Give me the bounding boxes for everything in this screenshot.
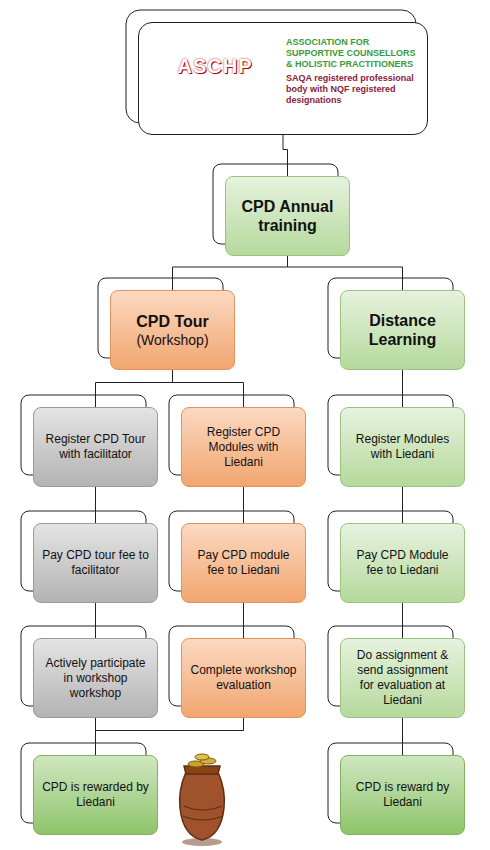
process-box: Pay CPD Module fee to Liedani [340, 523, 465, 603]
process-box: Do assignment & send assignment for eval… [340, 638, 465, 718]
process-box: Complete workshop evaluation [181, 638, 306, 718]
connector [243, 487, 244, 523]
connector [288, 256, 403, 290]
process-box: CPD is reward by Liedani [340, 755, 465, 835]
process-box: CPD Tour(Workshop) [110, 290, 235, 370]
box-content: CPD is reward by Liedani [341, 756, 464, 834]
process-box: Actively participate in workshop worksho… [33, 638, 158, 718]
logo-acronym: ASCHP [177, 55, 252, 77]
box-heading: CPD Tour [136, 312, 209, 331]
process-box: Distance Learning [340, 290, 465, 370]
connector [402, 718, 403, 755]
organisation-name: ASSOCIATION FOR SUPPORTIVE COUNSELLORS &… [286, 37, 424, 70]
box-content: Pay CPD module fee to Liedani [182, 524, 305, 602]
pot-illustration [180, 754, 225, 846]
box-content: CPD is rewarded by Liedani [34, 756, 157, 834]
pot-stripe [184, 806, 222, 810]
box-content: Register Modules with Liedani [341, 408, 464, 486]
box-label: Complete workshop evaluation [190, 663, 297, 693]
process-box: CPD Annual training [225, 176, 350, 256]
process-box: Pay CPD tour fee to facilitator [33, 523, 158, 603]
coin [195, 754, 209, 760]
box-content: Pay CPD tour fee to facilitator [34, 524, 157, 602]
box-label: (Workshop) [136, 331, 208, 349]
process-box: CPD is rewarded by Liedani [33, 755, 158, 835]
connector [96, 370, 173, 407]
organisation-note: SAQA registered professional body with N… [286, 73, 424, 106]
logo-text-column: ASSOCIATION FOR SUPPORTIVE COUNSELLORS &… [286, 37, 424, 106]
connector [402, 603, 403, 638]
pot-body [180, 772, 225, 840]
box-label: Do assignment & send assignment for eval… [349, 648, 456, 708]
process-box: Register CPD Tour with facilitator [33, 407, 158, 487]
box-label: Actively participate in workshop worksho… [42, 656, 149, 701]
box-label: Register CPD Tour with facilitator [42, 432, 149, 462]
process-box: Pay CPD module fee to Liedani [181, 523, 306, 603]
box-content: Distance Learning [341, 291, 464, 369]
box-content: Register CPD Tour with facilitator [34, 408, 157, 486]
logo-box: ASCHP ASSOCIATION FOR SUPPORTIVE COUNSELL… [138, 22, 428, 135]
box-content: Complete workshop evaluation [182, 639, 305, 717]
logo-band-holder: ASCHP [146, 48, 284, 83]
connector [173, 256, 288, 290]
box-content: CPD Annual training [226, 177, 349, 255]
box-label: Pay CPD module fee to Liedani [190, 548, 297, 578]
connector [95, 603, 96, 638]
pot-stripe [183, 816, 223, 820]
process-box: Register Modules with Liedani [340, 407, 465, 487]
connector [243, 603, 244, 638]
box-content: Register CPD Modules with Liedani [182, 408, 305, 486]
box-label: CPD is rewarded by Liedani [42, 780, 149, 810]
box-heading: CPD Annual training [234, 197, 341, 235]
box-content: Actively participate in workshop worksho… [34, 639, 157, 717]
connector [283, 135, 288, 176]
box-heading: Distance Learning [349, 311, 456, 349]
box-label: Pay CPD Module fee to Liedani [349, 548, 456, 578]
connector [402, 370, 403, 407]
connector [95, 487, 96, 523]
connector [173, 370, 244, 407]
process-box: Register CPD Modules with Liedani [181, 407, 306, 487]
box-label: Register CPD Modules with Liedani [190, 425, 297, 470]
box-label: Register Modules with Liedani [349, 432, 456, 462]
box-label: CPD is reward by Liedani [349, 780, 456, 810]
box-content: Do assignment & send assignment for eval… [341, 639, 464, 717]
connector [402, 487, 403, 523]
box-label: Pay CPD tour fee to facilitator [42, 548, 149, 578]
box-content: Pay CPD Module fee to Liedani [341, 524, 464, 602]
connector [96, 718, 244, 755]
pot-rim [184, 766, 220, 774]
box-content: CPD Tour(Workshop) [111, 291, 234, 369]
